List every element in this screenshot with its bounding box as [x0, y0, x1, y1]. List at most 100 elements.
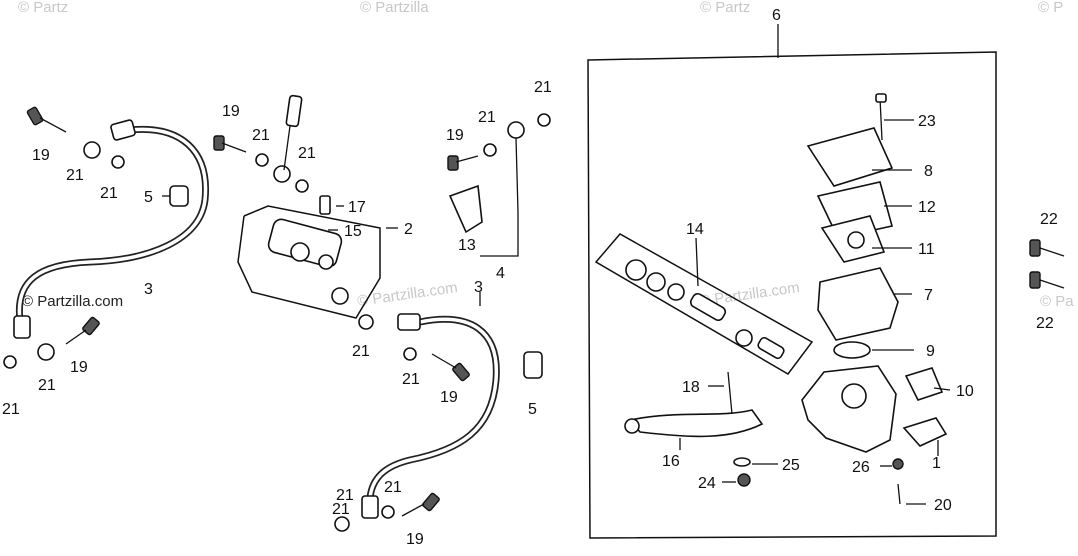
- sealing-washer: [3, 355, 17, 369]
- callout-21-b: 21: [100, 185, 118, 202]
- o-ring: [833, 341, 871, 359]
- sealing-washer: [83, 141, 101, 159]
- callout-4: 4: [496, 265, 505, 282]
- callout-26: 26: [852, 459, 870, 476]
- callout-22-a: 22: [1040, 211, 1058, 228]
- pivot-washer: [733, 457, 751, 467]
- sealing-washer: [358, 314, 374, 330]
- bolt-19-upper: [213, 135, 247, 153]
- lever-tip: [624, 418, 640, 434]
- sealing-washer: [381, 505, 395, 519]
- sealing-washer: [111, 155, 125, 169]
- sealing-washer: [483, 143, 497, 157]
- callout-14: 14: [686, 221, 704, 238]
- sealing-washer: [273, 165, 291, 183]
- callout-21-c: 21: [252, 127, 270, 144]
- callout-7: 7: [924, 287, 933, 304]
- watermark-top-2: © Partzilla: [360, 0, 429, 16]
- watermark-top-4: © P: [1038, 0, 1063, 16]
- callout-21-e: 21: [478, 109, 496, 126]
- callout-21-d: 21: [298, 145, 316, 162]
- master-cylinder-group-box: [587, 51, 997, 539]
- callout-21-l: 21: [384, 479, 402, 496]
- callout-21-a: 21: [66, 167, 84, 184]
- callout-10: 10: [956, 383, 974, 400]
- callout-19-c: 19: [446, 127, 464, 144]
- callout-23: 23: [918, 113, 936, 130]
- brake-hose-middle: [361, 313, 500, 519]
- master-cylinder-body: [801, 365, 897, 453]
- small-nut: [892, 458, 904, 470]
- bracket: [902, 417, 948, 447]
- callout-11: 11: [918, 241, 935, 258]
- bolt-19-bottom: [401, 492, 440, 517]
- callout-19-b: 19: [222, 103, 240, 120]
- callout-12: 12: [918, 199, 936, 216]
- callout-19-a: 19: [32, 147, 50, 164]
- callout-21-g: 21: [352, 343, 370, 360]
- reservoir-screw: [875, 93, 887, 141]
- brake-hose-left: [13, 119, 210, 339]
- sealing-washer: [37, 343, 55, 361]
- callout-1: 1: [932, 455, 941, 472]
- callout-20: 20: [934, 497, 952, 514]
- callout-13: 13: [458, 237, 476, 254]
- watermark-mid-1: © Partzilla.com: [356, 279, 458, 310]
- sealing-washer: [537, 113, 551, 127]
- bolt-19-middle: [431, 353, 470, 382]
- bolt-22-lower: [1029, 271, 1065, 289]
- reservoir-cap: [806, 127, 894, 187]
- sealing-washer: [295, 179, 309, 193]
- bolt-19-mid: [447, 155, 479, 171]
- callout-22-b: 22: [1036, 315, 1054, 332]
- callout-24: 24: [698, 475, 716, 492]
- callout-19-f: 19: [406, 531, 424, 548]
- reservoir-body: [817, 267, 899, 341]
- leader-4: [480, 212, 519, 257]
- callout-3-left: 3: [144, 281, 153, 298]
- bolt-22-upper: [1029, 239, 1065, 257]
- callout-21-h: 21: [402, 371, 420, 388]
- callout-16: 16: [662, 453, 680, 470]
- callout-3-middle: 3: [474, 279, 483, 296]
- callout-8: 8: [924, 163, 933, 180]
- leader-10: [933, 387, 951, 391]
- hose-grommet-middle: [523, 351, 543, 379]
- callout-9: 9: [926, 343, 935, 360]
- master-cylinder-bore: [841, 383, 867, 409]
- watermark-top-1: © Partz: [18, 0, 68, 16]
- callout-15: 15: [344, 223, 362, 240]
- callout-17: 17: [348, 199, 366, 216]
- callout-5-middle: 5: [528, 401, 537, 418]
- brake-light-switch: [448, 121, 525, 234]
- small-screw: [897, 483, 901, 505]
- diaphragm-center: [847, 231, 865, 249]
- callout-21-i: 21: [38, 377, 56, 394]
- watermark-top-3: © Partz: [700, 0, 750, 16]
- callout-6: 6: [772, 7, 781, 24]
- pivot-nut: [737, 473, 751, 487]
- callout-21-k: 21: [336, 487, 354, 504]
- pivot-bolt: [727, 371, 733, 415]
- sealing-washer: [403, 347, 417, 361]
- callout-25: 25: [782, 457, 800, 474]
- brake-joint-assembly: [237, 195, 381, 319]
- hose-grommet-left: [162, 185, 189, 207]
- callout-19-e: 19: [440, 389, 458, 406]
- watermark-right-edge: © Pa: [1040, 293, 1074, 310]
- watermark-left: © Partzilla.com: [22, 293, 123, 310]
- callout-18: 18: [682, 379, 700, 396]
- callout-19-d: 19: [70, 359, 88, 376]
- callout-2: 2: [404, 221, 413, 238]
- sealing-washer: [334, 516, 350, 532]
- callout-5-left: 5: [144, 189, 153, 206]
- callout-21-m: 21: [332, 501, 350, 518]
- callout-21-j: 21: [2, 401, 20, 418]
- holder: [904, 367, 944, 401]
- callout-21-f: 21: [534, 79, 552, 96]
- sealing-washer: [255, 153, 269, 167]
- banjo-bolt-left-upper: [26, 106, 67, 133]
- banjo-bolt-left-lower: [65, 316, 100, 345]
- brake-pipe-fitting: [283, 94, 303, 171]
